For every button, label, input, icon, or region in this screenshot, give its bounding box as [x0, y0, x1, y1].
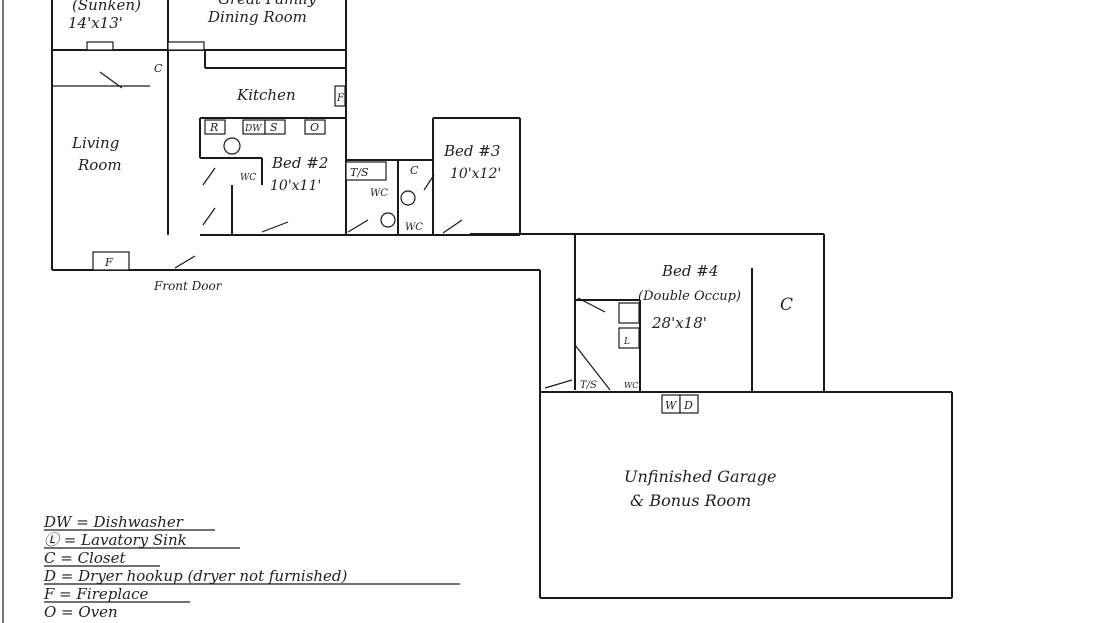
- door-swings: [52, 71, 611, 391]
- legend-item-sink: Ⓛ = Lavatory Sink: [44, 531, 187, 549]
- fixture-f-living: F: [104, 256, 113, 269]
- fixture-ts-hall: T/S: [350, 166, 369, 179]
- fixture-c-hall: C: [410, 164, 419, 177]
- living-label-2: Room: [77, 156, 122, 174]
- fixture-wc-kid: WC: [240, 173, 256, 183]
- bed3-label: Bed #3: [443, 142, 500, 160]
- garage-label-2: & Bonus Room: [630, 491, 751, 510]
- legend-item-dryer: D = Dryer hookup (dryer not furnished): [43, 567, 348, 585]
- front-door-label: Front Door: [153, 279, 223, 293]
- fixture-wc-bed4: WC: [624, 381, 638, 390]
- fixture-sink: L: [623, 337, 630, 347]
- fixture-ts-bed4: T/S: [580, 380, 597, 391]
- bed2-label: Bed #2: [271, 154, 328, 172]
- sunken-label: (Sunken): [72, 0, 141, 14]
- legend-item-fireplace: F = Fireplace: [43, 585, 149, 603]
- fixture-boxes: [86, 41, 699, 414]
- fixture-dw: DW: [244, 124, 262, 134]
- bed2-size: 10'x11': [270, 178, 321, 194]
- legend-item-closet: C = Closet: [44, 549, 126, 567]
- bed3-size: 10'x12': [450, 166, 501, 182]
- fixture-f-kitchen: F: [336, 93, 345, 104]
- fixture-s: S: [270, 121, 278, 134]
- dining-label: Dining Room: [207, 8, 307, 26]
- garage-label-1: Unfinished Garage: [624, 467, 776, 486]
- sunken-size: 14'x13': [68, 14, 123, 32]
- bed4-label: Bed #4: [661, 262, 718, 280]
- bed4-note: (Double Occup): [638, 289, 741, 304]
- fixture-c-entry: C: [154, 62, 163, 75]
- fixture-d: D: [683, 399, 693, 412]
- walls: [51, 0, 953, 599]
- dining-top-label: Great Family: [218, 0, 317, 8]
- fixture-wc-1: WC: [370, 188, 388, 199]
- bed4-size: 28'x18': [651, 314, 707, 332]
- fixture-wc-2: WC: [405, 222, 423, 233]
- living-label-1: Living: [71, 134, 119, 152]
- legend-item-oven: O = Oven: [44, 603, 118, 621]
- closet-big-label: C: [780, 295, 793, 315]
- fixture-r: R: [209, 121, 218, 134]
- fixture-o: O: [310, 121, 319, 134]
- legend-item-dw: DW = Dishwasher: [43, 513, 184, 531]
- fixture-w: W: [665, 399, 678, 412]
- legend: DW = Dishwasher Ⓛ = Lavatory Sink C = Cl…: [43, 513, 460, 621]
- kitchen-label: Kitchen: [236, 86, 296, 104]
